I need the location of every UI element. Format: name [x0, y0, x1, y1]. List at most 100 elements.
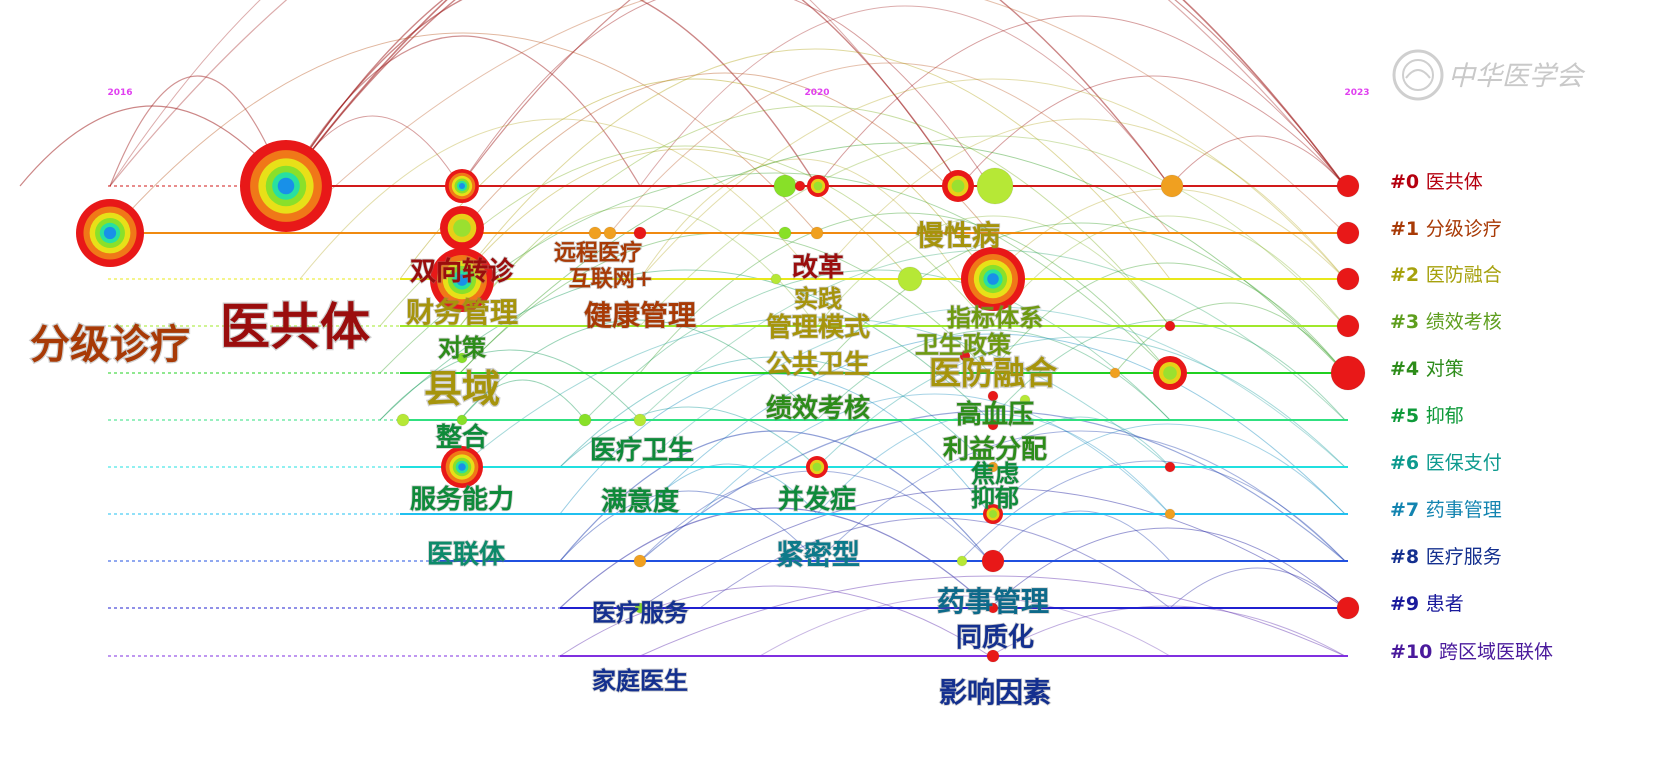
link-arc	[1169, 567, 1346, 609]
keyword-node	[1164, 508, 1176, 520]
keyword-label: 满意度	[601, 486, 679, 517]
link-arc	[109, 0, 961, 187]
link-arc	[989, 416, 1171, 468]
keyword-node	[440, 206, 484, 250]
link-arc	[459, 205, 818, 327]
keyword-node	[430, 248, 494, 312]
keyword-node	[961, 247, 1025, 311]
cluster-id: #3	[1390, 311, 1426, 333]
cluster-labels: #0 医共体#1 分级诊疗#2 医防融合#3 绩效考核#4 对策#5 抑郁#6 …	[1390, 171, 1553, 663]
link-arc	[584, 269, 1171, 421]
link-arc	[639, 158, 961, 280]
link-arc	[959, 75, 1346, 187]
link-arc	[609, 62, 1171, 234]
link-arc	[989, 527, 1346, 609]
keyword-node	[1019, 394, 1031, 406]
keyword-node	[773, 174, 797, 198]
keyword-label: 管理模式	[766, 313, 870, 343]
link-arc	[459, 316, 1171, 468]
link-arc	[379, 172, 1171, 374]
keyword-node	[942, 170, 974, 202]
keyword-label: 医联体	[427, 540, 506, 570]
link-arc	[284, 35, 641, 187]
link-arc	[1114, 302, 1346, 374]
keyword-label: 慢性病	[916, 219, 1000, 252]
link-arc	[399, 78, 991, 280]
keyword-node	[1164, 320, 1176, 332]
keyword-node	[588, 226, 602, 240]
cluster-name: 抑郁	[1426, 405, 1464, 427]
keyword-label: 服务能力	[410, 484, 514, 515]
keyword-label: 抑郁	[971, 483, 1019, 512]
keyword-node	[807, 175, 829, 197]
link-arc	[459, 72, 991, 234]
cluster-label: #4 对策	[1390, 358, 1464, 380]
keyword-label: 对策	[438, 333, 487, 362]
link-arc	[284, 0, 961, 187]
link-arc	[284, 0, 1346, 234]
link-arc	[459, 105, 1171, 327]
keyword-label: 分级诊疗	[30, 321, 190, 368]
keyword-node	[1336, 221, 1360, 245]
cluster-label: #2 医防融合	[1390, 264, 1502, 286]
keyword-node	[1336, 267, 1360, 291]
link-arc	[459, 48, 1171, 280]
keyword-node	[987, 461, 999, 473]
cluster-id: #1	[1390, 218, 1426, 240]
keyword-label: 医防融合	[929, 354, 1057, 392]
cluster-name: 医防融合	[1426, 264, 1502, 286]
link-arc	[989, 423, 1346, 515]
link-arc	[816, 336, 1346, 468]
link-arc	[816, 15, 1346, 187]
link-arc	[639, 487, 1346, 609]
link-arc	[989, 605, 1346, 657]
keyword-label: 医共体	[220, 297, 370, 356]
keyword-node	[396, 413, 410, 427]
cluster-name: 绩效考核	[1426, 311, 1502, 333]
link-arc	[639, 410, 1346, 562]
link-arc	[699, 393, 1171, 515]
link-arc	[559, 430, 991, 562]
cluster-label: #7 药事管理	[1390, 499, 1502, 521]
link-arc	[109, 32, 818, 234]
cluster-id: #2	[1390, 264, 1426, 286]
link-arc	[816, 222, 1346, 374]
cluster-name: 跨区域医联体	[1439, 641, 1553, 663]
keyword-label: 健康管理	[584, 299, 696, 332]
keyword-node	[1330, 355, 1366, 391]
link-arc	[559, 373, 991, 515]
keyword-label: 双向转诊	[410, 256, 515, 287]
keyword-node	[981, 549, 1005, 573]
link-arc	[816, 118, 1346, 280]
cluster-name: 对策	[1426, 358, 1464, 380]
link-arc	[559, 356, 991, 468]
cluster-label: #0 医共体	[1390, 171, 1483, 193]
keyword-label: 绩效考核	[766, 393, 870, 424]
keyword-node	[445, 169, 479, 203]
keyword-node	[987, 419, 999, 431]
keyword-label: 药事管理	[937, 585, 1049, 618]
keyword-label: 改革	[792, 252, 844, 283]
keyword-label: 并发症	[778, 484, 856, 515]
keyword-label: 高血压	[956, 399, 1034, 430]
cluster-timelines	[108, 185, 1348, 657]
cluster-label: #3 绩效考核	[1390, 311, 1502, 333]
link-arc	[816, 215, 1171, 327]
keyword-node	[976, 167, 1014, 205]
keyword-node	[987, 390, 999, 402]
keyword-label: 远程医疗	[554, 240, 642, 266]
watermark-text: 中华医学会	[1448, 61, 1586, 92]
co-occurrence-arcs	[19, 0, 1346, 657]
keyword-node	[1336, 596, 1360, 620]
cluster-id: #7	[1390, 499, 1426, 521]
keyword-node	[1336, 314, 1360, 338]
keyword-node	[1336, 174, 1360, 198]
year-label: 2020	[804, 88, 829, 98]
keyword-node	[1153, 356, 1187, 390]
keyword-label: 指标体系	[947, 303, 1043, 332]
link-arc	[639, 333, 1346, 515]
keyword-node	[456, 352, 468, 364]
keyword-label: 互联网+	[569, 266, 653, 292]
link-arc	[459, 0, 1346, 187]
